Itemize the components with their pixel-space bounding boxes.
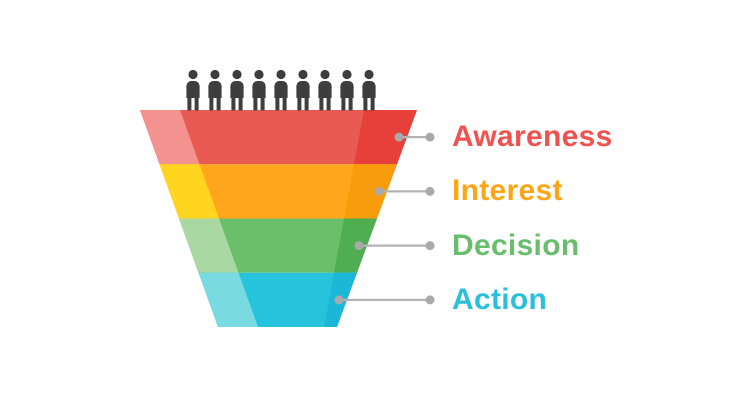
connector-action [334, 295, 435, 305]
stage-label-decision: Decision [452, 228, 580, 262]
stage-label-action: Action [452, 282, 548, 316]
connector-awareness [394, 132, 435, 142]
connector-dot [425, 132, 435, 142]
connector-dot [394, 132, 404, 142]
connector-dot [425, 186, 435, 196]
connector-interest [374, 186, 435, 196]
audience-icons [186, 69, 376, 111]
stage-label-awareness: Awareness [452, 120, 613, 154]
connector-dot [354, 241, 364, 251]
person-icon [274, 69, 288, 111]
person-icon [186, 69, 200, 111]
person-icon [208, 69, 222, 111]
funnel-stage-interest [159, 164, 397, 219]
stage-label-interest: Interest [452, 174, 563, 208]
person-icon [340, 69, 354, 111]
person-icon [318, 69, 332, 111]
connector-dot [374, 186, 384, 196]
connector-dot [425, 241, 435, 251]
connector-decision [354, 241, 435, 251]
funnel-stage-awareness [140, 110, 417, 165]
person-icon [296, 69, 310, 111]
connector-dot [425, 295, 435, 305]
funnel-stage-decision [179, 218, 377, 273]
person-icon [230, 69, 244, 111]
person-icon [252, 69, 266, 111]
funnel-stage-action [198, 272, 357, 327]
connector-dot [334, 295, 344, 305]
person-icon [362, 69, 376, 111]
